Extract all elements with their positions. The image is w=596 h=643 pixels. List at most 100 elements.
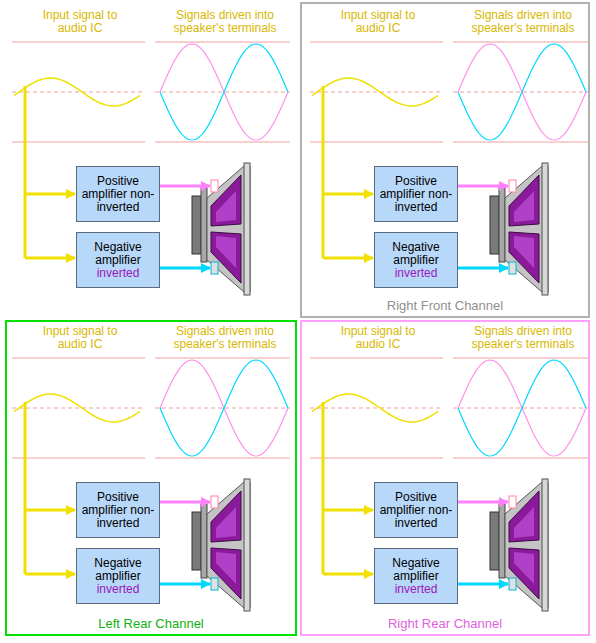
input-wave bbox=[312, 394, 438, 422]
negative-amplifier-box: Negative amplifierinverted bbox=[76, 232, 160, 288]
input-arrow bbox=[323, 257, 373, 260]
cone-highlight bbox=[514, 191, 534, 222]
signal-caption: Input signal to audio IC bbox=[340, 9, 416, 35]
speaker-cone bbox=[509, 175, 539, 226]
rail-line bbox=[453, 358, 588, 359]
terminal bbox=[509, 496, 516, 508]
amplifier-name: Negative amplifier bbox=[378, 241, 454, 267]
cone-highlight bbox=[216, 191, 236, 222]
amplifier-mode: inverted bbox=[97, 267, 140, 280]
channel-label: Right Front Channel bbox=[302, 298, 588, 313]
amplifier-name: Negative amplifier bbox=[80, 557, 156, 583]
negative-wave bbox=[458, 44, 586, 140]
speaker-cone bbox=[211, 232, 241, 283]
signal-caption: Signals driven into speaker's terminals bbox=[458, 325, 588, 351]
amplifier-mode: inverted bbox=[395, 267, 438, 280]
terminal bbox=[211, 496, 218, 508]
input-arrow bbox=[323, 509, 373, 512]
input-wire bbox=[24, 86, 27, 258]
channel-label: Left Rear Channel bbox=[7, 616, 295, 631]
rail-line bbox=[12, 458, 145, 459]
input-wave bbox=[312, 78, 438, 106]
speaker-cone bbox=[211, 548, 241, 599]
zero-line bbox=[453, 92, 588, 93]
panel-illustration bbox=[310, 358, 588, 611]
speaker-cone bbox=[509, 548, 539, 599]
zero-line bbox=[310, 408, 443, 409]
positive-wave bbox=[458, 360, 586, 456]
rail-line bbox=[12, 358, 145, 359]
magnet bbox=[192, 196, 201, 254]
negative-wave bbox=[160, 360, 288, 456]
positive-wave bbox=[160, 44, 288, 140]
rail-line bbox=[453, 458, 588, 459]
channel-panel: Input signal to audio IC Signals driven i… bbox=[300, 320, 590, 636]
channel-label: Right Rear Channel bbox=[302, 616, 588, 631]
amplifier-name: Positive amplifier non-inverted bbox=[80, 491, 156, 530]
speaker-rim bbox=[244, 163, 250, 295]
rail-line bbox=[155, 358, 290, 359]
positive-wave bbox=[458, 44, 586, 140]
signal-caption: Signals driven into speaker's terminals bbox=[160, 9, 290, 35]
input-wire bbox=[322, 86, 325, 258]
positive-drive bbox=[160, 185, 210, 188]
panel-illustration bbox=[12, 42, 290, 295]
speaker-rim bbox=[542, 479, 548, 611]
amplifier-mode: inverted bbox=[97, 583, 140, 596]
signal-caption: Input signal to audio IC bbox=[42, 325, 118, 351]
zero-line bbox=[155, 92, 290, 93]
positive-amplifier-box: Positive amplifier non-inverted bbox=[76, 482, 160, 538]
terminal bbox=[211, 578, 218, 590]
magnet bbox=[490, 196, 499, 254]
negative-amplifier-box: Negative amplifierinverted bbox=[374, 232, 458, 288]
signal-caption: Signals driven into speaker's terminals bbox=[160, 325, 290, 351]
speaker-rim bbox=[542, 163, 548, 295]
cone-highlight bbox=[514, 236, 534, 268]
input-arrow bbox=[25, 573, 75, 576]
terminal bbox=[211, 262, 218, 274]
positive-wave bbox=[160, 360, 288, 456]
negative-amplifier-box: Negative amplifierinverted bbox=[374, 548, 458, 604]
rail-line bbox=[310, 42, 443, 43]
positive-amplifier-box: Positive amplifier non-inverted bbox=[374, 482, 458, 538]
speaker-cone bbox=[211, 491, 241, 542]
cone-highlight bbox=[514, 552, 534, 584]
amplifier-name: Positive amplifier non-inverted bbox=[378, 175, 454, 214]
rail-line bbox=[155, 458, 290, 459]
amplifier-name: Positive amplifier non-inverted bbox=[80, 175, 156, 214]
cone-highlight bbox=[216, 552, 236, 584]
zero-line bbox=[310, 92, 443, 93]
negative-drive bbox=[458, 583, 508, 586]
cone-highlight bbox=[216, 507, 236, 538]
rail-line bbox=[155, 142, 290, 143]
panel-illustration bbox=[12, 358, 290, 611]
zero-line bbox=[12, 92, 145, 93]
channel-panel: Input signal to audio ICSignals driven i… bbox=[300, 2, 590, 318]
amplifier-name: Negative amplifier bbox=[80, 241, 156, 267]
input-wave bbox=[14, 394, 140, 422]
negative-drive bbox=[160, 583, 210, 586]
zero-line bbox=[12, 408, 145, 409]
magnet-plate bbox=[201, 504, 207, 578]
positive-drive bbox=[458, 501, 508, 504]
channel-panel: Input signal to audio IC Signals driven i… bbox=[5, 320, 297, 636]
negative-wave bbox=[160, 44, 288, 140]
signal-caption: Input signal to audio IC bbox=[42, 9, 118, 35]
negative-wave bbox=[458, 360, 586, 456]
input-arrow bbox=[25, 193, 75, 196]
positive-amplifier-box: Positive amplifier non-inverted bbox=[374, 166, 458, 222]
zero-line bbox=[155, 408, 290, 409]
input-wave bbox=[14, 78, 140, 106]
signal-caption: Input signal to audio IC bbox=[340, 325, 416, 351]
magnet-plate bbox=[201, 188, 207, 262]
rail-line bbox=[310, 142, 443, 143]
speaker-cone bbox=[509, 232, 539, 283]
negative-drive bbox=[160, 267, 210, 270]
rail-line bbox=[12, 142, 145, 143]
magnet-plate bbox=[499, 504, 505, 578]
magnet bbox=[192, 512, 201, 570]
positive-drive bbox=[458, 185, 508, 188]
positive-drive bbox=[160, 501, 210, 504]
rail-line bbox=[453, 142, 588, 143]
